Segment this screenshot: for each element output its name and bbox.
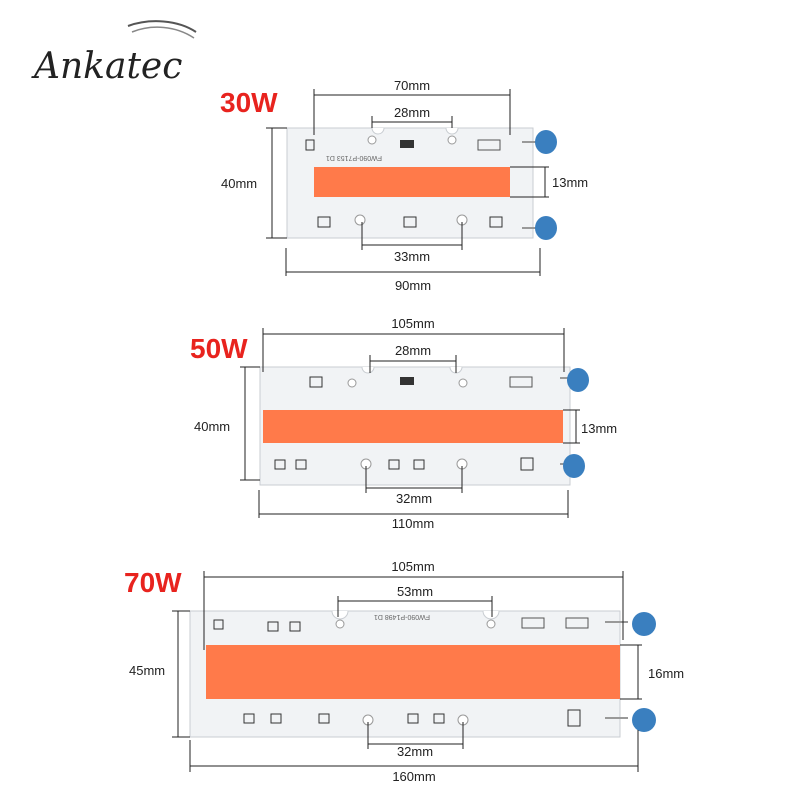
smd-component [267,621,279,632]
board-print: FW090-P7153 D1 [326,154,382,161]
dim-label: 33mm [394,249,430,264]
led-strip [314,167,510,197]
board-notch [445,127,459,135]
varistor [632,612,656,636]
dim-label: 28mm [395,343,431,358]
mount-hole [458,378,468,388]
smd-component [567,709,581,727]
dim-label: 40mm [221,176,257,191]
varistor [563,454,585,478]
smd-component [318,713,330,724]
dim-label: 16mm [648,666,684,681]
smd-component [521,617,545,629]
smd-component [289,621,301,632]
smd-component [433,713,445,724]
led-strip [206,645,620,699]
mount-hole [486,619,496,629]
smd-component [400,140,414,148]
dim-label: 110mm [392,516,434,531]
mount-hole [347,378,357,388]
dim-label: 40mm [194,419,230,434]
dim-label: 13mm [581,421,617,436]
smd-component [243,713,255,724]
logo-swoosh [131,26,195,39]
led-strip [263,410,563,443]
board-print: FW090-P1498 D1 [374,613,430,620]
varistor [567,368,589,392]
dim-label: 90mm [395,278,431,293]
dim-label: 70mm [394,78,430,93]
board-notch [331,610,349,620]
smd-component [305,139,315,151]
mount-hole [335,619,345,629]
brand-logo: Ankatec [31,20,197,87]
varistor [535,130,557,154]
smd-component [413,459,425,470]
smd-component [509,376,533,388]
smd-component [270,713,282,724]
dim-label: 105mm [391,316,434,331]
board-notch [482,610,500,620]
smd-component [213,619,224,630]
dim-label: 105mm [391,559,434,574]
smd-component [274,459,286,470]
dim-label: 53mm [397,584,433,599]
smd-component [489,216,503,228]
dim-label: 32mm [397,744,433,759]
wattage-label: 30W [220,87,278,118]
smd-component [295,459,307,470]
smd-component [309,376,323,388]
dim-label: 13mm [552,175,588,190]
smd-component [400,377,414,385]
smd-component [520,457,534,471]
board-notch [371,127,385,135]
logo-text: Ankatec [31,46,182,87]
smd-component [477,139,501,151]
smd-component [388,459,400,470]
mount-hole [367,135,377,145]
dim-label: 160mm [392,769,435,784]
wattage-label: 50W [190,333,248,364]
dim-label: 45mm [129,663,165,678]
dim-label: 32mm [396,491,432,506]
board-notch [361,366,375,374]
module-30w: 30W FW090-P7153 D1 70mm 28mm 4 [220,78,588,293]
mount-hole [447,135,457,145]
wattage-label: 70W [124,567,182,598]
smd-component [407,713,419,724]
logo-swoosh [127,20,197,33]
varistor [632,708,656,732]
varistor [535,216,557,240]
module-70w: 70W FW090-P1498 D1 105mm 53mm [124,559,684,784]
module-50w: 50W 105mm 28mm 40mm [190,316,617,531]
smd-component [403,216,417,228]
dim-label: 28mm [394,105,430,120]
mount-hole [354,214,366,226]
smd-component [565,617,589,629]
smd-component [317,216,331,228]
